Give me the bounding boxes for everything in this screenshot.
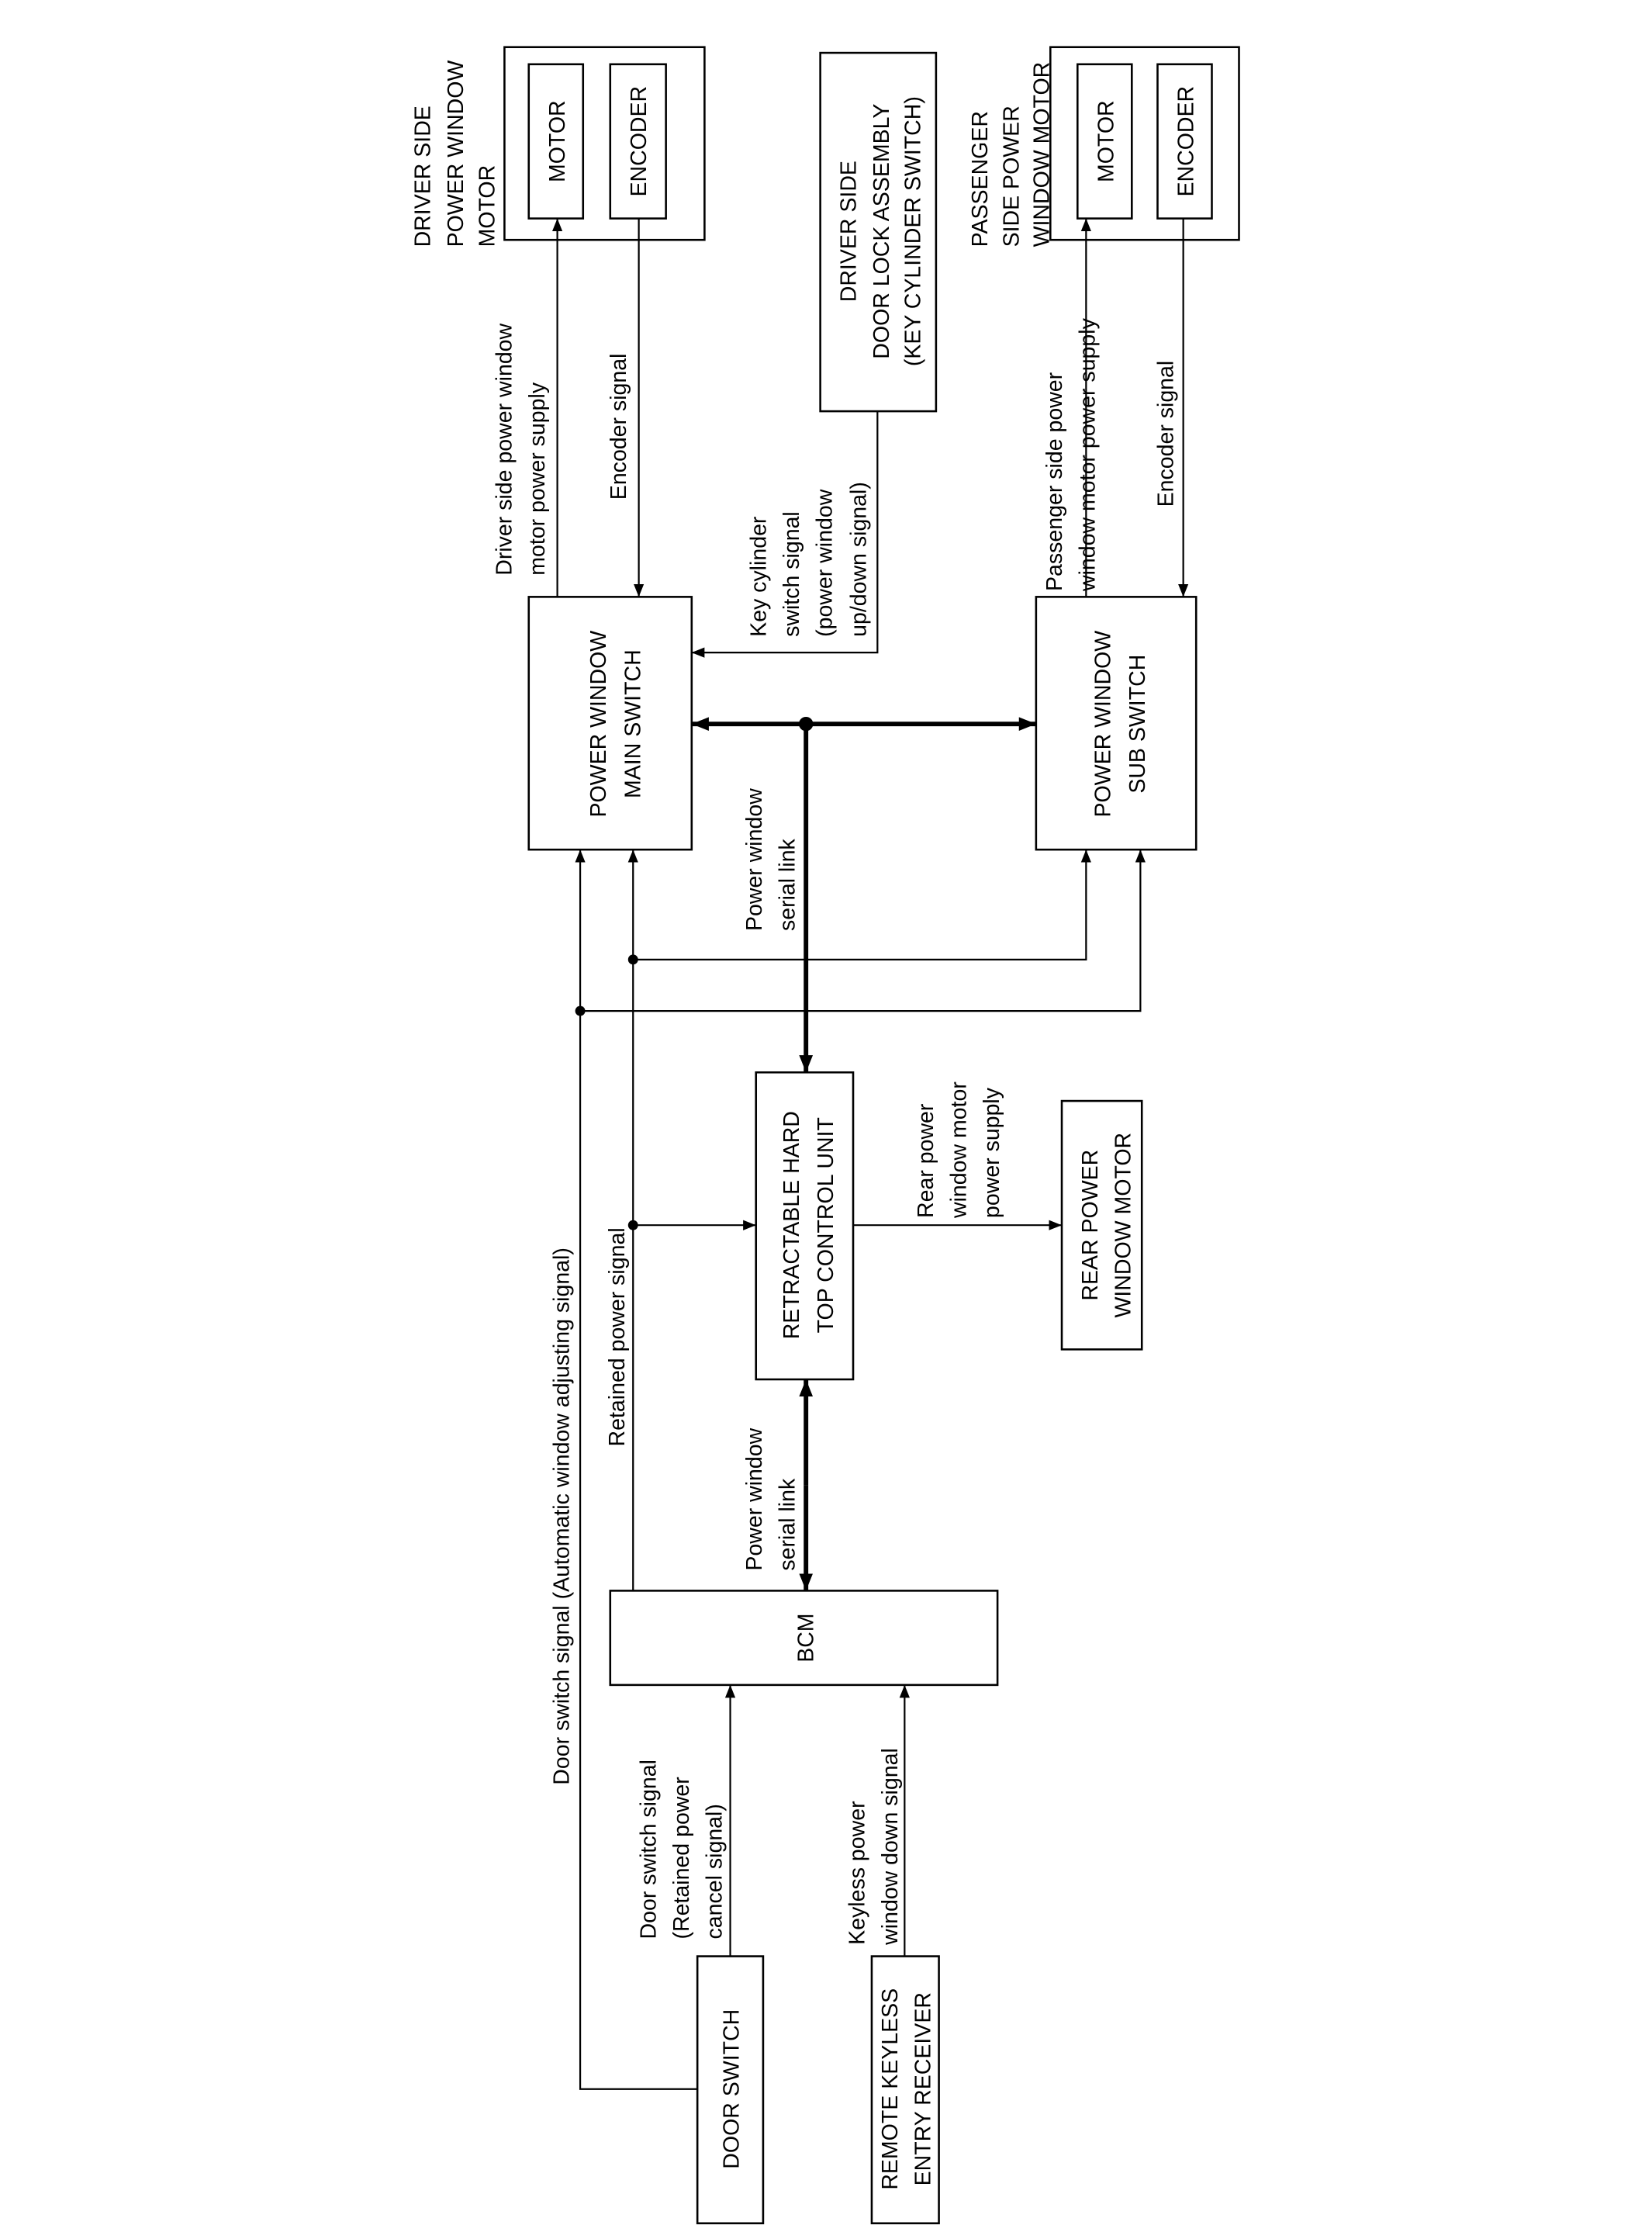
sub-switch-label: POWER WINDOW — [1091, 631, 1116, 818]
serial-link-top: Power window serial link — [691, 716, 1036, 1073]
signal-label: window down signal — [878, 1748, 903, 1946]
passenger-supply-line: Passenger side power window motor power … — [1042, 218, 1100, 597]
passenger-motor-title: WINDOW MOTOR — [1029, 62, 1054, 247]
main-switch-label: MAIN SWITCH — [620, 649, 645, 798]
driver-encoder-line: Encoder signal — [607, 218, 645, 597]
door-lock-label: (KEY CYLINDER SWITCH) — [901, 96, 926, 366]
passenger-motor-box — [1077, 63, 1133, 220]
signal-label: Keyless power — [845, 1801, 870, 1945]
door-switch: DOOR SWITCH — [696, 1955, 765, 2225]
signal-label: Rear power — [914, 1103, 938, 1218]
signal-label: Power window — [742, 788, 767, 931]
signal-label: switch signal — [779, 511, 804, 637]
main-switch-label: POWER WINDOW — [586, 631, 611, 818]
keyless-down-line: Keyless power window down signal — [845, 1684, 910, 1957]
rear-motor-label: WINDOW MOTOR — [1111, 1133, 1135, 1318]
driver-motor-title: MOTOR — [475, 165, 500, 247]
door-lock-label: DOOR LOCK ASSEMBLY — [869, 104, 894, 359]
retained-power-line: Retained power signal — [605, 850, 1091, 1591]
keyless-receiver-label: REMOTE KEYLESS — [878, 1988, 903, 2190]
signal-label: (Retained power — [669, 1777, 694, 1940]
driver-supply-line: Driver side power window motor power sup… — [492, 218, 563, 597]
signal-label: serial link — [775, 838, 800, 931]
signal-label: serial link — [775, 1478, 800, 1571]
rear-supply-line: Rear power window motor power supply — [853, 1081, 1063, 1230]
serial-link-bottom: Power window serial link — [742, 1379, 814, 1591]
signal-label: Encoder signal — [1154, 361, 1179, 507]
driver-encoder-label: ENCODER — [627, 86, 651, 197]
door-switch-auto-line: Door switch signal (Automatic window adj… — [549, 850, 1146, 2090]
sub-switch-label: SUB SWITCH — [1125, 655, 1150, 794]
passenger-encoder-label: ENCODER — [1174, 86, 1199, 197]
signal-label: power supply — [980, 1087, 1004, 1218]
driver-side-door-lock-assembly: DRIVER SIDE DOOR LOCK ASSEMBLY (KEY CYLI… — [819, 51, 938, 413]
passenger-encoder-line: Encoder signal — [1154, 218, 1189, 597]
signal-label: motor power supply — [525, 382, 550, 576]
rht-unit-label: TOP CONTROL UNIT — [814, 1117, 838, 1333]
driver-motor-label: MOTOR — [545, 100, 570, 182]
signal-label: cancel signal) — [702, 1804, 727, 1939]
rear-power-window-motor: REAR POWER WINDOW MOTOR — [1060, 1099, 1143, 1351]
rear-motor-label: REAR POWER — [1078, 1150, 1103, 1301]
rht-unit-label: RETRACTABLE HARD — [779, 1111, 804, 1339]
signal-label: Passenger side power — [1042, 372, 1067, 591]
signal-label: Door switch signal (Automatic window adj… — [549, 1248, 574, 1785]
passenger-side-power-window-motor: MOTOR ENCODER PASSENGER SIDE POWER WINDO… — [968, 46, 1240, 247]
signal-label: Encoder signal — [607, 354, 631, 500]
passenger-encoder-box — [1156, 63, 1213, 220]
driver-side-power-window-motor: MOTOR ENCODER DRIVER SIDE POWER WINDOW M… — [411, 46, 706, 247]
key-cylinder-line: Key cylinder switch signal (power window… — [691, 411, 879, 658]
signal-label: Key cylinder — [747, 516, 772, 637]
signal-label: Retained power signal — [605, 1227, 630, 1446]
door-lock-label: DRIVER SIDE — [837, 161, 862, 302]
remote-keyless-entry-receiver: REMOTE KEYLESS ENTRY RECEIVER — [870, 1955, 940, 2225]
signal-label: window motor — [947, 1081, 972, 1219]
driver-motor-title: DRIVER SIDE — [411, 106, 436, 247]
keyless-receiver-label: ENTRY RECEIVER — [911, 1992, 935, 2185]
bcm: BCM — [609, 1590, 999, 1687]
door-switch-label: DOOR SWITCH — [720, 2009, 745, 2169]
driver-motor-title: POWER WINDOW — [444, 61, 468, 247]
signal-label: window motor power supply — [1075, 317, 1100, 592]
bcm-label: BCM — [793, 1613, 818, 1662]
power-window-sub-switch: POWER WINDOW SUB SWITCH — [1035, 596, 1198, 851]
retractable-hard-top-control-unit: RETRACTABLE HARD TOP CONTROL UNIT — [755, 1071, 855, 1381]
signal-label: Door switch signal — [637, 1760, 662, 1939]
signal-label: up/down signal) — [847, 482, 872, 637]
signal-label: Power window — [742, 1427, 767, 1570]
passenger-motor-title: SIDE POWER — [1000, 106, 1025, 247]
power-window-main-switch: POWER WINDOW MAIN SWITCH — [527, 596, 693, 851]
passenger-motor-title: PASSENGER — [968, 111, 993, 247]
door-switch-cancel-line: Door switch signal (Retained power cance… — [637, 1684, 736, 1957]
signal-label: (power window — [812, 489, 837, 637]
passenger-motor-label: MOTOR — [1094, 100, 1118, 182]
signal-label: Driver side power window — [492, 323, 517, 575]
